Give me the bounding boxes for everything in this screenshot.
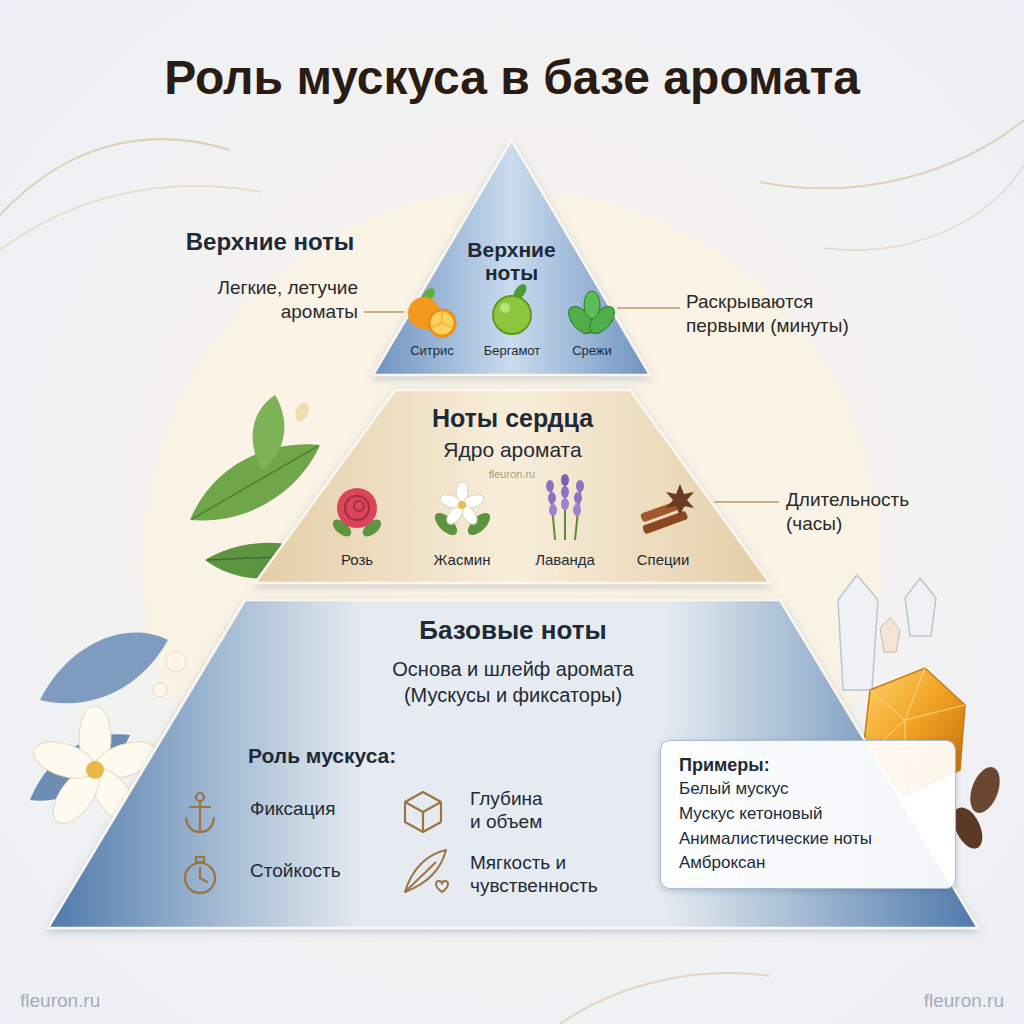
leader-line [617, 307, 680, 308]
role-item: Стойкость [250, 860, 390, 883]
star-anise [666, 484, 694, 516]
role-heading: Роль мускуса: [248, 744, 468, 768]
jasmine-center [458, 501, 466, 509]
slice-segments [431, 311, 453, 328]
role-item: Мягкость и чувственность [470, 852, 645, 898]
swirl [0, 139, 230, 215]
watermark: fleuron.ru [462, 468, 562, 480]
blossom [166, 652, 186, 672]
icon-caption: Ситрис [397, 344, 467, 359]
glow [142, 190, 882, 930]
icon-caption: Розь [312, 551, 402, 568]
crystal [838, 575, 878, 690]
role-item: Глубина и объем [470, 788, 558, 834]
icon-caption: Жасмин [417, 551, 507, 568]
rose-petal-line [345, 496, 369, 520]
cinnamon-stick [642, 510, 688, 534]
tier-heading: Базовые ноты [313, 616, 713, 646]
lavender-bud [574, 492, 582, 504]
example-item: Анималистические ноты [679, 827, 872, 852]
leaf [253, 395, 285, 470]
cube-outline [405, 792, 441, 832]
example-item: Амброксан [679, 851, 765, 876]
leader-line [714, 501, 779, 502]
lime [493, 296, 531, 334]
blossom [153, 683, 167, 697]
jasmine-icon [431, 482, 494, 539]
cube-edges [405, 802, 441, 832]
heart [436, 881, 448, 892]
leaf-vein [192, 446, 318, 519]
box-heading: Примеры: [679, 753, 770, 777]
lavender-bud [546, 480, 554, 492]
stopwatch-hands [200, 868, 207, 882]
citrus-icon [408, 286, 455, 336]
icon-caption: Срежи [557, 344, 627, 359]
watermark: fleuron.ru [20, 990, 160, 1012]
example-item: Белый мускус [679, 777, 789, 802]
stopwatch-face [185, 863, 215, 893]
watermark: fleuron.ru [864, 990, 1004, 1012]
mint-icon [564, 291, 619, 338]
top-tier: Верхние ноты [373, 140, 650, 375]
feather [405, 850, 446, 892]
feather-icon [405, 850, 448, 892]
rose-petal-line [354, 501, 364, 511]
example-item: Мускус кетоновый [679, 802, 822, 827]
feather-spine [405, 862, 436, 892]
base-tier-outline [48, 600, 978, 928]
lavender-icon [546, 474, 584, 540]
top-tier-outline [373, 140, 650, 375]
side-note: Длительность (часы) [786, 488, 956, 536]
cube-icon [405, 792, 441, 832]
spice-icon [640, 484, 694, 535]
heart-tier-outline [255, 390, 770, 583]
swirl [824, 165, 1024, 250]
tier-heading: Ноты сердца [363, 404, 663, 433]
tier-subtitle: Ядро аромата [363, 438, 663, 462]
lavender-bud [561, 486, 569, 498]
anchor-ring [196, 793, 204, 801]
side-heading: Верхние ноты [150, 228, 390, 256]
orange-slice [429, 310, 455, 336]
lavender-bud [548, 492, 556, 504]
lavender-bud [561, 474, 569, 486]
page-title: Роль мускуса в базе аромата [0, 50, 1024, 105]
swirl [760, 120, 1024, 188]
leaf [190, 444, 320, 520]
bergamot-icon [493, 282, 531, 334]
crystal [905, 578, 936, 636]
flower-center [86, 761, 104, 779]
stopwatch-icon [185, 857, 215, 893]
heart-tier: Ноты сердцаЯдро аромата [255, 390, 770, 583]
icon-caption: Лаванда [520, 551, 610, 568]
cocoa-bean [965, 763, 1006, 817]
petal [292, 400, 311, 423]
crystal [880, 618, 900, 652]
side-note: Легкие, летучие ароматы [183, 276, 358, 324]
lime-shine [500, 303, 510, 313]
icon-caption: Специи [618, 551, 708, 568]
rose-icon [330, 488, 385, 540]
leaf [40, 633, 168, 704]
tier-subtitle: Основа и шлейф аромата (Мускусы и фиксат… [363, 656, 663, 708]
anchor-body [186, 801, 214, 832]
side-note: Раскрываются первыми (минуты) [686, 290, 856, 338]
stopwatch-button [196, 857, 204, 862]
lavender-bud [573, 504, 581, 516]
lavender-bud [576, 480, 584, 492]
icon-caption: Бергамот [477, 344, 547, 359]
flower-petal [29, 735, 100, 785]
swirl [560, 973, 770, 1024]
rose-bloom [337, 488, 377, 528]
leader-line [364, 311, 404, 312]
anchor-icon [186, 793, 214, 832]
lavender-bud [549, 504, 557, 516]
role-item: Фиксация [250, 798, 390, 821]
mint-leaf [584, 291, 600, 319]
lavender-bud [561, 498, 569, 510]
tier-heading: Верхние ноты [447, 238, 577, 284]
examples-box: Примеры:Белый мускусМускус кетоновыйАним… [660, 740, 956, 889]
